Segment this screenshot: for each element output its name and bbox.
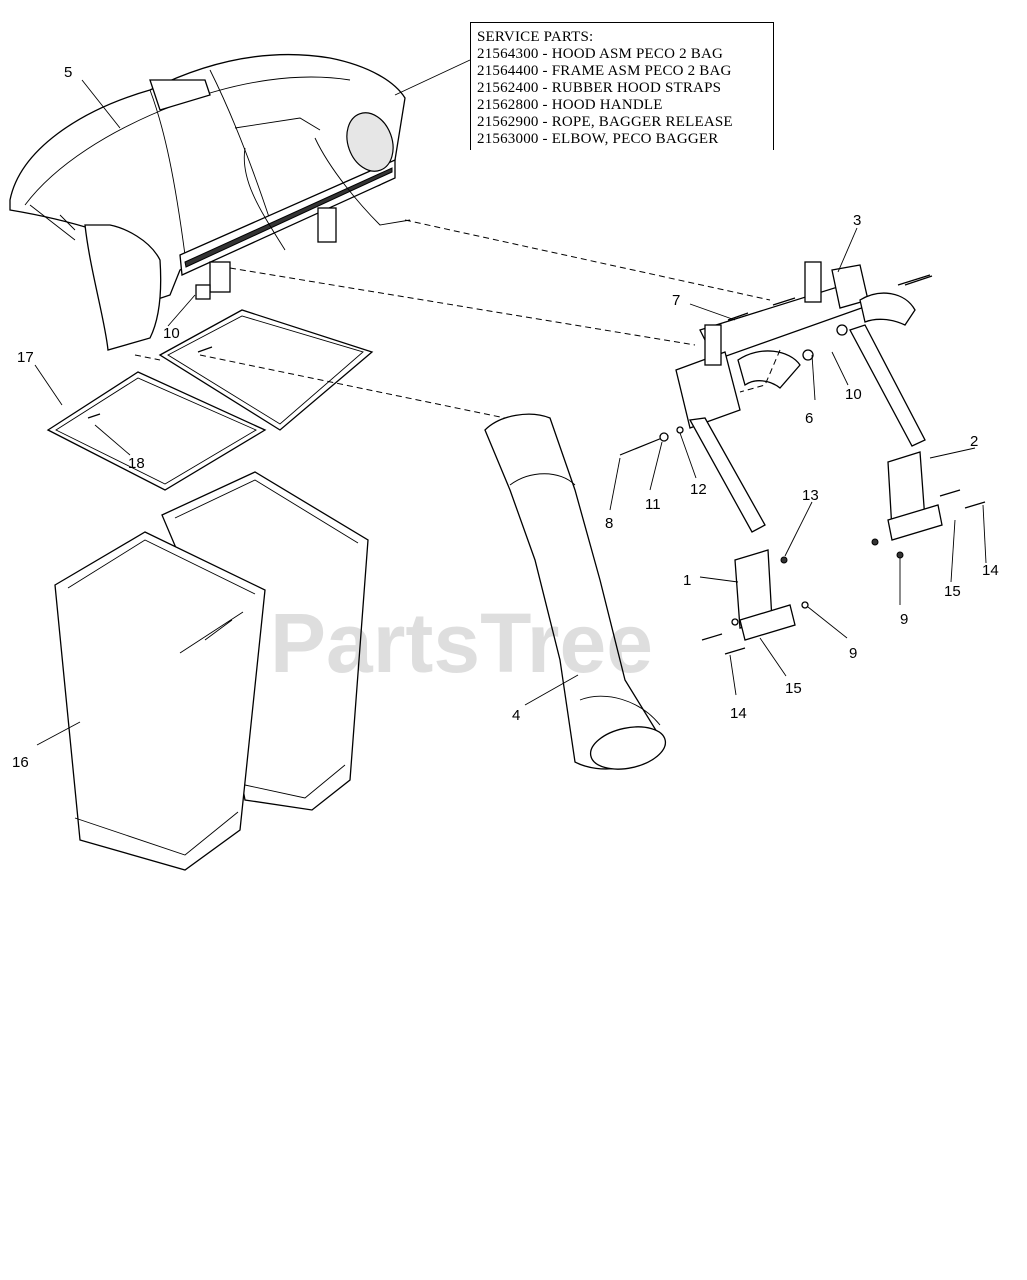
service-part-item: 21563000 - ELBOW, PECO BAGGER <box>477 131 719 147</box>
callout-5: 5 <box>64 64 72 81</box>
callout-10-frame: 10 <box>845 386 862 403</box>
hood-assembly <box>9 53 411 351</box>
service-parts-box: SERVICE PARTS: 21564300 - HOOD ASM PECO … <box>470 22 774 150</box>
service-part-item: 21562400 - RUBBER HOOD STRAPS <box>477 80 722 96</box>
callout-11: 11 <box>645 496 661 513</box>
callout-6: 6 <box>805 410 813 427</box>
frame-assembly <box>675 261 931 533</box>
callout-9-left: 9 <box>849 645 857 662</box>
filter-screens <box>46 309 374 491</box>
callout-4: 4 <box>512 707 520 724</box>
callout-18: 18 <box>128 455 145 472</box>
callout-16: 16 <box>12 754 29 771</box>
callout-10-hood: 10 <box>163 325 180 342</box>
leader-lines <box>34 59 987 746</box>
callout-3: 3 <box>853 212 861 229</box>
callout-14-right: 14 <box>982 562 999 579</box>
service-part-item: 21562800 - HOOD HANDLE <box>477 97 663 113</box>
callout-2: 2 <box>970 433 978 450</box>
elbow-chute <box>484 413 667 770</box>
callout-17: 17 <box>17 349 34 366</box>
mount-bracket-left <box>701 549 809 655</box>
bag-hoppers <box>54 471 369 871</box>
callout-15-left: 15 <box>785 680 802 697</box>
alignment-lines <box>134 219 781 419</box>
partstree-watermark-icon: PartsTree <box>270 596 653 690</box>
service-part-item: 21564300 - HOOD ASM PECO 2 BAG <box>477 46 724 62</box>
callout-9-right: 9 <box>900 611 908 628</box>
service-part-item: 21562900 - ROPE, BAGGER RELEASE <box>477 114 733 130</box>
callout-1: 1 <box>683 572 691 589</box>
callout-15-right: 15 <box>944 583 961 600</box>
service-part-item: 21564400 - FRAME ASM PECO 2 BAG <box>477 63 732 79</box>
callout-12: 12 <box>690 481 707 498</box>
callout-13: 13 <box>802 487 819 504</box>
mount-bracket-right <box>871 451 986 559</box>
callout-8: 8 <box>605 515 613 532</box>
callout-7: 7 <box>672 292 680 309</box>
callout-14-left: 14 <box>730 705 747 722</box>
callout-numbers: 5 3 7 10 17 10 6 2 18 12 13 11 8 14 1 15… <box>12 64 999 771</box>
service-parts-heading: SERVICE PARTS: <box>477 29 594 45</box>
